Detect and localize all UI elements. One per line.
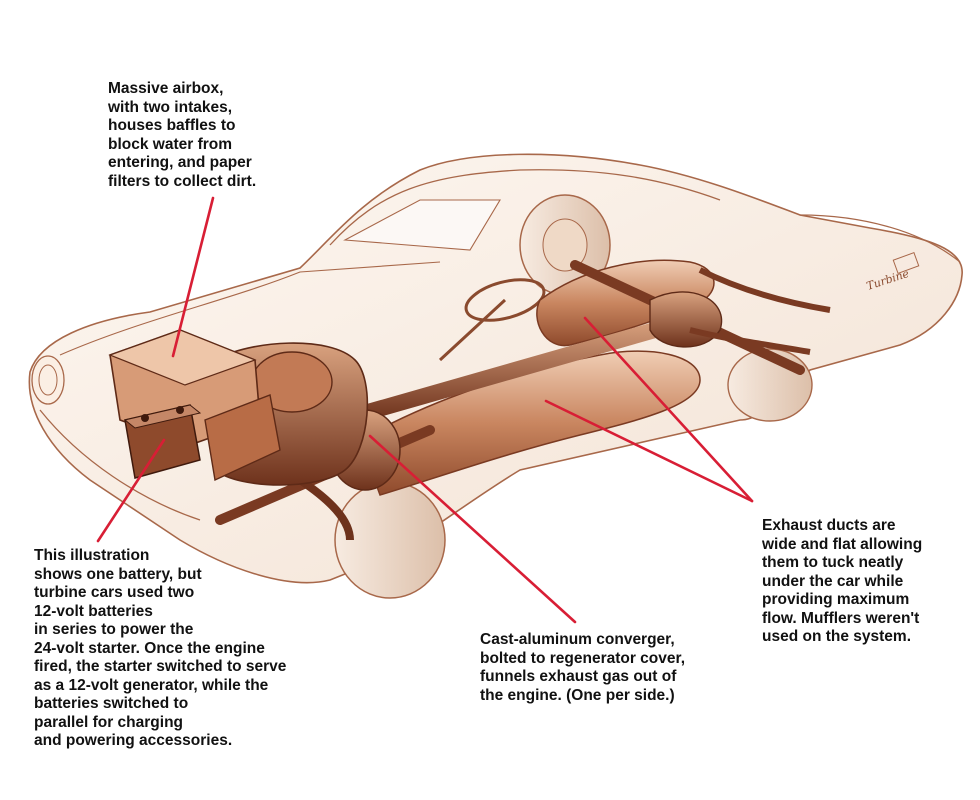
engine-bay	[108, 329, 369, 486]
headlight-left	[31, 355, 65, 405]
rear-fin	[799, 214, 961, 263]
leader-battery	[96, 438, 166, 543]
hood-line	[59, 261, 441, 356]
roof-line	[329, 169, 721, 246]
torque-tube	[332, 312, 698, 428]
windshield	[343, 199, 501, 251]
steering-wheel	[464, 278, 546, 322]
steering-column	[438, 298, 507, 362]
leader-converger	[368, 434, 577, 624]
front-suspension	[297, 476, 354, 541]
air-intake-right	[204, 394, 281, 482]
leader-lines	[96, 196, 754, 624]
callout-converger: Cast-aluminum converger, bolted to regen…	[480, 631, 685, 704]
rear-spring-right	[698, 267, 831, 313]
headlight-left-inner	[38, 364, 58, 396]
callout-exhaust-ducts: Exhaust ducts are wide and flat allowing…	[762, 517, 923, 645]
front-bumper	[39, 409, 201, 521]
airbox-top	[108, 329, 257, 386]
rear-leaf-spring	[689, 327, 811, 355]
differential	[649, 291, 723, 348]
rear-badge-plate	[892, 252, 920, 274]
battery-terminal-a	[141, 414, 149, 422]
wheel-rear-right-hub	[542, 218, 588, 272]
callout-airbox: Massive airbox, with two intakes, houses…	[108, 80, 257, 190]
battery-terminal-b	[176, 406, 184, 414]
leader-exhaust-upper	[583, 316, 754, 503]
callout-battery: This illustration shows one battery, but…	[34, 547, 287, 749]
leader-airbox	[171, 196, 215, 358]
leader-exhaust-lower	[544, 399, 754, 503]
